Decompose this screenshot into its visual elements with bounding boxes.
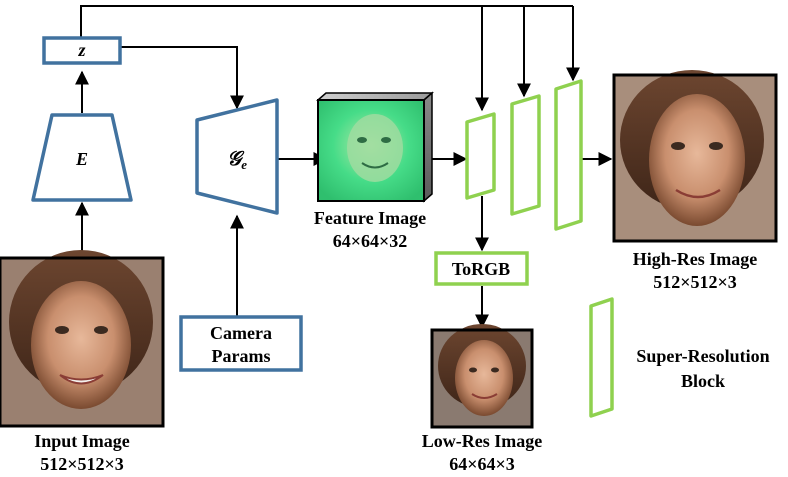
camera-params-node: Camera Params	[179, 315, 303, 372]
sr-block-1	[465, 112, 496, 200]
captions: Input Image 512×512×3 Feature Image 64×6…	[34, 208, 769, 474]
encoder-label: E	[75, 149, 88, 169]
generator-label: 𝒢e	[227, 148, 247, 172]
camera-label-line2: Params	[212, 346, 271, 366]
feature-image	[316, 91, 434, 203]
latent-z-label: z	[77, 40, 85, 60]
latent-z-node: z	[42, 36, 122, 65]
low-res-image	[430, 324, 534, 429]
feature-image-caption-line1: Feature Image	[314, 208, 426, 228]
input-image	[0, 250, 165, 428]
high-res-caption-line2: 512×512×3	[653, 272, 737, 292]
high-res-image	[612, 70, 778, 243]
feature-image-caption-line2: 64×64×32	[333, 231, 408, 251]
low-res-caption-line2: 64×64×3	[449, 454, 515, 474]
legend-sr-block	[589, 297, 614, 418]
legend-caption-line2: Block	[681, 371, 725, 391]
torgb-label: ToRGB	[452, 259, 510, 279]
sr-block-2	[510, 94, 541, 216]
sr-block-3	[554, 79, 583, 231]
input-image-caption-line2: 512×512×3	[40, 454, 124, 474]
low-res-caption-line1: Low-Res Image	[422, 431, 542, 451]
high-res-caption-line1: High-Res Image	[633, 249, 758, 269]
z-to-bus-line	[80, 5, 573, 38]
legend-caption-line1: Super-Resolution	[636, 346, 769, 366]
input-image-caption-line1: Input Image	[34, 431, 130, 451]
torgb-node: ToRGB	[434, 251, 529, 286]
generator-node: 𝒢e	[195, 98, 279, 215]
z-to-generator-arrow	[120, 46, 244, 110]
super-resolution-blocks	[465, 79, 583, 231]
camera-label-line1: Camera	[210, 323, 272, 343]
connections	[75, 5, 613, 329]
encoder-node: E	[31, 113, 133, 202]
